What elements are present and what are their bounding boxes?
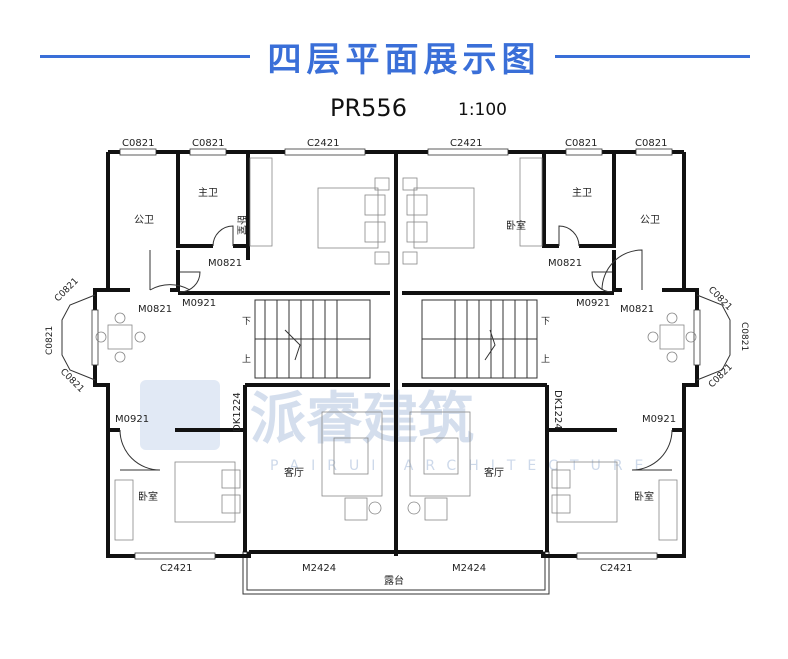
label-stair-up-right: 上	[541, 354, 550, 365]
bed-top-right	[402, 177, 475, 265]
label-m0821-3: M0821	[548, 258, 582, 269]
door-swings	[119, 225, 673, 471]
header-line-right	[555, 55, 750, 58]
plan-scale: 1:100	[458, 100, 507, 120]
label-keting-right: 客厅	[484, 466, 504, 479]
windows	[91, 148, 701, 560]
label-woshi-bottom-left: 卧室	[138, 490, 158, 503]
label-m2424-left: M2424	[302, 563, 336, 574]
stairs-right	[421, 299, 538, 379]
label-stair-down-right: 下	[541, 317, 550, 327]
label-c0821-bay-left-top: C0821	[53, 276, 81, 304]
label-woshi-top-right: 卧室	[506, 219, 526, 232]
label-c0821-bay-right-top: C0821	[706, 285, 734, 313]
label-c0821-bay-right-mid: C0821	[739, 322, 749, 351]
sofa-set-left	[321, 411, 383, 521]
label-dk1224-right: DK1224	[552, 390, 563, 430]
wardrobe-top-left	[249, 157, 273, 247]
bed-bottom-left	[114, 461, 241, 541]
label-c2421-bottom-left: C2421	[160, 563, 192, 574]
label-m0821-2: M0821	[138, 304, 172, 315]
label-c2421-top-right: C2421	[450, 138, 482, 149]
label-m0921-4: M0921	[642, 414, 676, 425]
label-c2421-bottom-right: C2421	[600, 563, 632, 574]
label-c0821-3: C0821	[565, 138, 597, 149]
label-c0821-4: C0821	[635, 138, 667, 149]
label-c0821-bay-right-bottom: C0821	[707, 362, 735, 390]
label-woshi-bottom-right: 卧室	[634, 490, 654, 503]
stairs-left	[254, 299, 371, 379]
label-m2424-right: M2424	[452, 563, 486, 574]
terrace-outline	[242, 551, 550, 595]
sofa-set-right	[407, 411, 471, 521]
label-dk1224-left: DK1224	[232, 392, 243, 432]
interior-walls-right	[402, 152, 684, 552]
label-m0821-1: M0821	[208, 258, 242, 269]
label-c0821-1: C0821	[122, 138, 154, 149]
watermark-subtext: PAIRUI ARCHITECTURE	[270, 458, 655, 474]
dining-table-right	[647, 312, 697, 363]
label-c0821-2: C0821	[192, 138, 224, 149]
bay-window-left	[61, 294, 96, 381]
page-title: 四层平面展示图	[267, 40, 541, 80]
label-lutai: 露台	[384, 574, 404, 587]
label-gongwei-right: 公卫	[640, 215, 660, 226]
label-c2421-top-left: C2421	[307, 138, 339, 149]
plan-code: PR556	[330, 94, 407, 122]
label-m0821-4: M0821	[620, 304, 654, 315]
wardrobe-top-right	[519, 157, 543, 247]
label-stair-down-left: 下	[242, 317, 251, 327]
label-m0921-1: M0921	[182, 298, 216, 309]
watermark-logo-icon	[140, 380, 220, 450]
label-zhuwei-left: 主卫	[198, 187, 218, 199]
label-woshi-top-left: 卧室	[235, 215, 248, 235]
label-gongwei-left: 公卫	[134, 215, 154, 226]
label-m0921-3: M0921	[115, 414, 149, 425]
bay-window-right	[696, 294, 731, 381]
header: 四层平面展示图	[0, 30, 788, 80]
bed-top-left	[317, 177, 390, 265]
interior-walls-left	[108, 152, 398, 556]
label-m0921-2: M0921	[576, 298, 610, 309]
label-c0821-bay-left-mid: C0821	[45, 326, 55, 355]
label-zhuwei-right: 主卫	[572, 187, 592, 199]
bed-bottom-right	[551, 461, 678, 541]
header-line-left	[40, 55, 250, 58]
dining-table-left	[95, 312, 146, 363]
label-stair-up-left: 上	[242, 354, 251, 365]
watermark-text: 派睿建筑	[250, 387, 474, 452]
label-keting-left: 客厅	[284, 466, 304, 479]
watermark: 派睿建筑 PAIRUI ARCHITECTURE	[140, 380, 655, 474]
